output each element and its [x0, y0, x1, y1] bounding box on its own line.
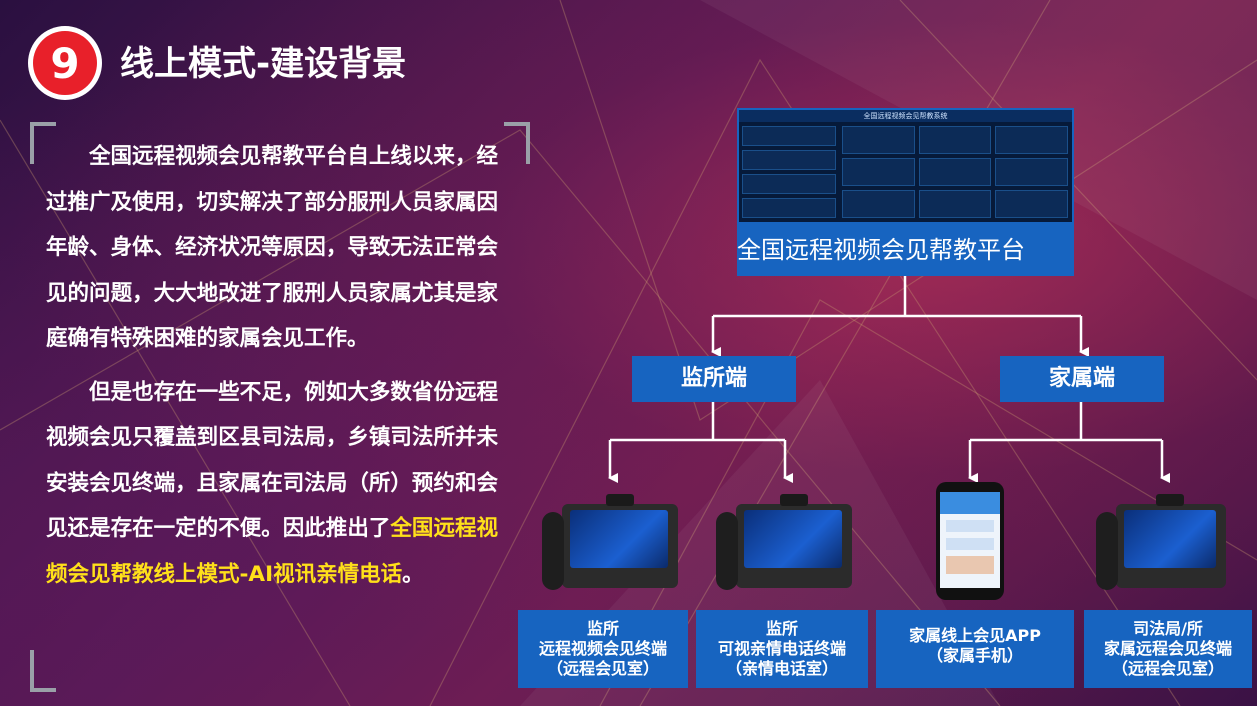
prison-side-node: 监所端 [632, 356, 796, 402]
leaf-2-line-1: 监所 [765, 619, 798, 638]
terminal-screen [570, 510, 668, 568]
bracket-top-left [30, 122, 56, 164]
platform-label: 全国远程视频会见帮教平台 [737, 236, 1025, 264]
leaf-1-line-3: （远程会见室） [546, 659, 659, 678]
dashboard-tile [842, 126, 915, 154]
family-side-node: 家属端 [1000, 356, 1164, 402]
body-text: 全国远程视频会见帮教平台自上线以来，经过推广及使用，切实解决了部分服刑人员家属因… [46, 134, 498, 605]
app-content-block [946, 556, 994, 574]
paragraph-2: 但是也存在一些不足，例如大多数省份远程视频会见只覆盖到区县司法局，乡镇司法所并未… [46, 370, 498, 598]
leaf-2-line-2: 可视亲情电话终端 [717, 639, 846, 658]
judicial-bureau-terminal-image [1096, 494, 1226, 594]
dashboard-title: 全国远程视频会见帮教系统 [739, 110, 1072, 122]
leaf-1-line-1: 监所 [586, 619, 619, 638]
platform-dashboard-image: 全国远程视频会见帮教系统 [739, 110, 1072, 222]
dashboard-panel [742, 174, 836, 194]
platform-node: 全国远程视频会见帮教系统 全国远程视频会见帮教平台 [737, 108, 1074, 276]
prison-video-terminal-image [542, 494, 678, 594]
dashboard-tile [995, 158, 1068, 186]
leaf-node-4: 司法局/所 家属远程会见终端 （远程会见室） [1084, 610, 1252, 688]
dashboard-side-panel [742, 126, 836, 218]
bracket-top-right [504, 122, 530, 164]
prison-visual-phone-terminal-image [716, 494, 852, 594]
camera-icon [1156, 494, 1184, 506]
leaf-3-line-1: 家属线上会见APP [909, 626, 1041, 645]
app-header [940, 492, 1000, 514]
dashboard-panel [742, 126, 836, 146]
paragraph-1: 全国远程视频会见帮教平台自上线以来，经过推广及使用，切实解决了部分服刑人员家属因… [46, 144, 498, 351]
terminal-screen [744, 510, 842, 568]
camera-icon [606, 494, 634, 506]
dashboard-tile [842, 190, 915, 218]
leaf-4-line-3: （远程会见室） [1111, 659, 1224, 678]
paragraph-2-text: 但是也存在一些不足，例如大多数省份远程视频会见只覆盖到区县司法局，乡镇司法所并未… [46, 379, 498, 542]
leaf-3-line-2: （家属手机） [926, 646, 1023, 665]
handset-icon [1096, 512, 1118, 590]
handset-icon [542, 512, 564, 590]
dashboard-tile [995, 126, 1068, 154]
dashboard-grid [842, 126, 1068, 218]
leaf-node-1: 监所 远程视频会见终端 （远程会见室） [518, 610, 688, 688]
dashboard-panel [742, 150, 836, 170]
leaf-4-line-2: 家属远程会见终端 [1103, 639, 1232, 658]
leaf-2-line-3: （亲情电话室） [725, 659, 838, 678]
dashboard-tile [918, 158, 992, 186]
handset-icon [716, 512, 738, 590]
dashboard-panel [742, 198, 836, 218]
leaf-node-3: 家属线上会见APP （家属手机） [876, 610, 1074, 688]
page-title: 线上模式-建设背景 [120, 44, 407, 84]
family-mobile-app-image [936, 482, 1004, 600]
terminal-screen [1124, 510, 1216, 568]
dashboard-tile [918, 126, 992, 154]
paragraph-2-end: 。 [402, 561, 424, 587]
leaf-4-line-1: 司法局/所 [1133, 619, 1203, 638]
dashboard-tile [918, 190, 992, 218]
slide-number-badge: 9 [28, 26, 102, 100]
camera-icon [780, 494, 808, 506]
phone-screen [940, 492, 1000, 588]
app-content-block [946, 520, 994, 532]
dashboard-tile [842, 158, 915, 186]
app-content-block [946, 538, 994, 550]
slide-number: 9 [33, 31, 97, 95]
bracket-bottom-left [30, 650, 56, 692]
leaf-node-2: 监所 可视亲情电话终端 （亲情电话室） [696, 610, 868, 688]
dashboard-tile [995, 190, 1068, 218]
leaf-1-line-2: 远程视频会见终端 [538, 639, 667, 658]
paragraph-2-highlight: 全国远程视频会见帮教线上模式-AI视讯亲情电话 [46, 516, 498, 587]
